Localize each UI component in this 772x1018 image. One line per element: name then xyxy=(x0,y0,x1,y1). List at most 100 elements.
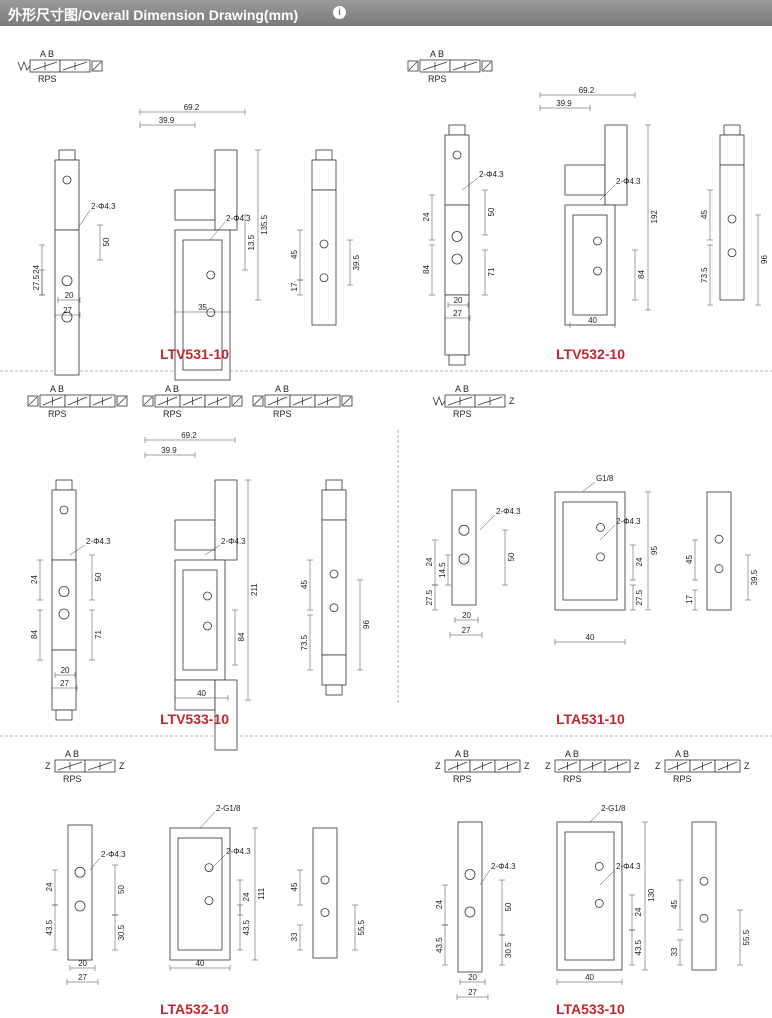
port-labels-top: A B xyxy=(50,384,64,394)
dimension-text: G1/8 xyxy=(596,474,614,483)
port-r2-circle xyxy=(714,534,724,544)
dimension-text: 39.9 xyxy=(556,99,572,108)
dimension-text: 2-G1/8 xyxy=(601,804,626,813)
dimension-text: 2-Φ4.3 xyxy=(616,517,641,526)
valve-side-inner xyxy=(564,831,615,961)
coil-housing xyxy=(174,189,216,221)
dimension-text: 2-Φ4.3 xyxy=(226,214,251,223)
mount-hole xyxy=(593,236,602,246)
coil-cap xyxy=(448,124,466,136)
dimension-text: 45 xyxy=(290,882,299,891)
dimension-text: 192 xyxy=(650,210,659,224)
dimension-text: 17 xyxy=(685,595,694,604)
mount-hole xyxy=(596,552,605,562)
dimension-text: 30.5 xyxy=(504,942,513,958)
port-labels-top: A B xyxy=(675,749,689,759)
leader-line xyxy=(599,184,616,201)
spring-icon xyxy=(17,60,31,72)
mount-hole xyxy=(203,621,212,631)
dimension-text: 2-Φ4.3 xyxy=(91,202,116,211)
dimension-text: 43.5 xyxy=(435,937,444,953)
leader-line xyxy=(77,209,91,229)
manual-override-icon xyxy=(59,505,69,515)
port-r2-circle xyxy=(319,239,329,249)
leader-line xyxy=(89,857,101,871)
rear-cap xyxy=(723,124,741,136)
port-r1-circle xyxy=(714,564,724,574)
dimension-text: 17 xyxy=(290,282,299,291)
dimension-text: 84 xyxy=(237,632,246,641)
port-labels-bottom: RPS xyxy=(38,74,57,84)
dimension-text: 30.5 xyxy=(117,924,126,940)
leader-line xyxy=(199,811,216,829)
dimension-text: 73.5 xyxy=(700,267,709,283)
port-labels-bottom: RPS xyxy=(428,74,447,84)
leader-line xyxy=(204,544,221,556)
pilot-z-right: Z xyxy=(524,761,530,771)
info-icon[interactable]: i xyxy=(333,6,346,19)
coil-stack xyxy=(214,479,238,561)
coil-cap xyxy=(58,149,76,161)
valve-body xyxy=(444,204,470,296)
section-header: 外形尺寸图/Overall Dimension Drawing(mm) i xyxy=(0,0,772,26)
dimension-text: 84 xyxy=(422,265,431,274)
dimension-text: 39.9 xyxy=(159,116,175,125)
port-labels-bottom: RPS xyxy=(63,774,82,784)
rear-coil-2 xyxy=(321,654,347,686)
dimension-text: 55.5 xyxy=(742,929,751,945)
dimension-text: 27.5 xyxy=(635,589,644,605)
rear-coil xyxy=(311,159,337,191)
pilot-z-right: Z xyxy=(634,761,640,771)
dimension-text: 40 xyxy=(588,316,597,325)
port-labels-bottom: RPS xyxy=(163,409,182,419)
rear-coil xyxy=(321,489,347,521)
dimension-text: 24 xyxy=(634,907,643,916)
valve-side-inner xyxy=(572,214,608,316)
port-r2-circle xyxy=(329,569,339,579)
port-labels-top: A B xyxy=(275,384,289,394)
port-r2-circle xyxy=(320,875,330,885)
leader-line xyxy=(599,524,616,541)
pilot-z-right: Z xyxy=(744,761,750,771)
dimension-text: 69.2 xyxy=(579,86,595,95)
rear-body xyxy=(312,827,338,959)
port-a-circle xyxy=(451,253,463,265)
port-a-circle xyxy=(61,311,73,323)
valve-side-inner xyxy=(182,569,218,671)
leader-line xyxy=(461,177,479,191)
valve-body xyxy=(457,821,483,973)
port-labels-bottom: RPS xyxy=(273,409,292,419)
dimension-text: 39.5 xyxy=(750,569,759,585)
coil-body xyxy=(54,159,80,231)
dimension-text: 2-Φ4.3 xyxy=(496,507,521,516)
port-r1-circle xyxy=(727,248,737,258)
mount-hole xyxy=(206,270,216,280)
mount-hole xyxy=(596,523,605,532)
dimension-text: 2-Φ4.3 xyxy=(616,862,641,871)
dimension-text: 39.5 xyxy=(352,254,361,270)
model-label-lta532-10: LTA532-10 xyxy=(160,1001,229,1017)
dimension-text: 69.2 xyxy=(184,103,200,112)
dimension-text: 96 xyxy=(760,255,769,264)
port-r2-circle xyxy=(699,876,709,886)
leader-line xyxy=(209,854,226,871)
port-r1-circle xyxy=(319,273,329,283)
port-b-circle xyxy=(61,275,73,287)
dimension-text: 2-G1/8 xyxy=(216,804,241,813)
valve-side-inner xyxy=(177,837,223,951)
dimension-text: 43.5 xyxy=(45,919,54,935)
coil-housing xyxy=(564,164,606,196)
dimension-text: 2-Φ4.3 xyxy=(221,537,246,546)
dimension-text: 50 xyxy=(94,572,103,581)
rear-body xyxy=(311,189,337,326)
dimension-text: 24 xyxy=(425,557,434,566)
dimension-text: 2-Φ4.3 xyxy=(86,537,111,546)
solenoid-mark xyxy=(117,396,127,406)
port-b-circle xyxy=(464,869,476,880)
dimension-text: 40 xyxy=(197,689,206,698)
valve-body xyxy=(67,824,93,961)
valve-side-inner xyxy=(182,239,223,371)
section-title: 外形尺寸图/Overall Dimension Drawing(mm) xyxy=(8,7,299,23)
coil-cap-2 xyxy=(448,354,466,366)
dimension-text: 45 xyxy=(685,555,694,564)
